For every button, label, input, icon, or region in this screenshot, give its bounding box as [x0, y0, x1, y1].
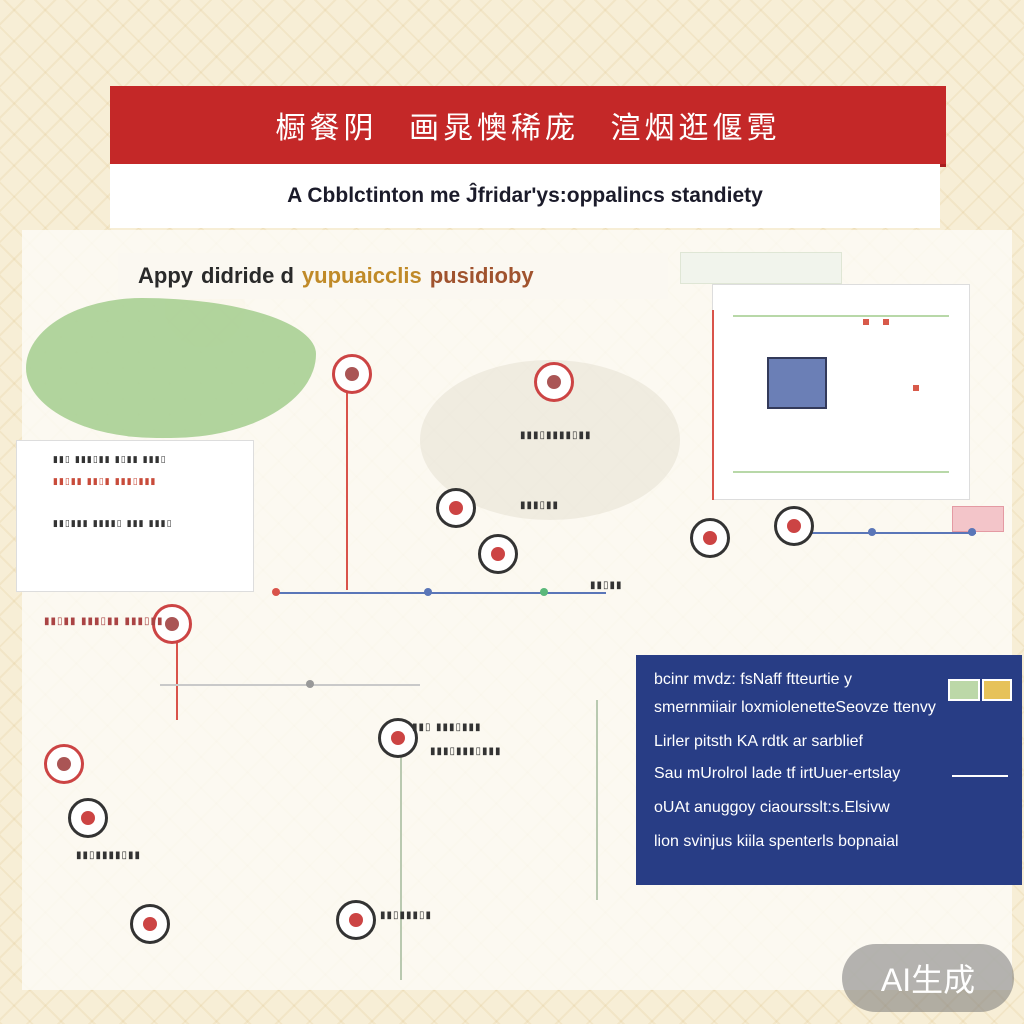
inset-divider: [733, 471, 949, 473]
panel-image-chip: [948, 679, 980, 701]
panel-underline: [952, 775, 1008, 777]
timeline-horizontal: [160, 684, 420, 686]
panel-text-line: Lirler pitsth KA rdtk ar sarblief: [654, 733, 863, 750]
section-title: Appy didride d yupuaicclis pusidioby: [118, 253, 668, 299]
timeline-horizontal: [276, 592, 606, 594]
info-card-scribble-3: ▮▮▯▮▮▮ ▮▮▮▮▯ ▮▮▮ ▮▮▮▯: [53, 519, 173, 529]
landmark-badge-icon: [68, 798, 108, 838]
landmark-badge-icon: [690, 518, 730, 558]
timeline-node: [540, 588, 548, 596]
map-label-scribble: ▮▮▮▯▮▮▮▯▮▮▮: [430, 746, 502, 757]
banner-title: 橱餐阴 画晁懊稀庞 渲烟逛偃霓: [275, 111, 781, 146]
landmark-badge-icon: [774, 506, 814, 546]
timeline-node: [968, 528, 976, 536]
landmark-badge-icon: [378, 718, 418, 758]
panel-text-line: bcinr mvdz: fsNaff ftteurtie y: [654, 671, 852, 688]
inset-marker: [913, 385, 919, 391]
timeline-vertical-red: [712, 310, 714, 500]
timeline-node: [306, 680, 314, 688]
map-label-scribble: ▮▮▯▮▮ ▮▮▮▯▮▮ ▮▮▮▯▮▮: [44, 616, 164, 627]
landmark-badge-icon: [152, 604, 192, 644]
ai-badge-text: AI生成: [880, 962, 976, 998]
map-region-green: [26, 298, 316, 438]
timeline-node: [868, 528, 876, 536]
map-label-scribble: ▮▮▮▯▮▮▮▮▯▮▮: [520, 430, 592, 441]
info-card: ▮▮▯ ▮▮▮▯▮▮ ▮▯▮▮ ▮▮▮▯ ▮▮▯▮▮ ▮▮▯▮ ▮▮▮▯▮▮▮ …: [16, 440, 254, 592]
section-title-part-1: Appy: [138, 263, 193, 288]
inset-header-strip: [680, 252, 842, 284]
section-title-part-4: pusidioby: [429, 263, 534, 288]
legend-tag: [952, 506, 1004, 532]
inset-marker: [863, 319, 869, 325]
panel-image-chip: [982, 679, 1012, 701]
subtitle-text: A Cbblctinton me Ĵfridar'ys:oppalincs st…: [287, 184, 763, 207]
site-plan-icon: [767, 357, 827, 409]
timeline-vertical-red: [346, 380, 348, 590]
map-label-scribble: ▮▮▯ ▮▮▮▯▮▮▮: [412, 722, 482, 733]
panel-text-line: smernmiiair loxmiolenetteSeovze ttenvy: [654, 699, 936, 716]
timeline-vertical-red: [176, 610, 178, 720]
landmark-badge-icon: [436, 488, 476, 528]
landmark-badge-icon: [44, 744, 84, 784]
panel-text-line: Sau mUrolrol lade tf irtUuer-ertslay: [654, 765, 901, 782]
timeline-horizontal: [804, 532, 976, 534]
info-card-scribble-2: ▮▮▯▮▮ ▮▮▯▮ ▮▮▮▯▮▮▮: [53, 477, 157, 487]
map-label-scribble: ▮▮▯▮▮▮▮▯▮▮: [76, 850, 142, 861]
map-label-scribble: ▮▮▯▮▮▮▯▮: [380, 910, 433, 921]
panel-text-line: lion svinjus kiila spenterls bopnaial: [654, 833, 899, 850]
inset-marker: [883, 319, 889, 325]
description-panel: bcinr mvdz: fsNaff ftteurtie y smernmiia…: [636, 655, 1022, 885]
landmark-badge-icon: [478, 534, 518, 574]
section-title-part-3: yupuaicclis: [301, 263, 422, 288]
section-title-part-2: didride d: [201, 263, 294, 288]
landmark-badge-icon: [332, 354, 372, 394]
timeline-vertical-grey: [596, 700, 598, 900]
landmark-badge-icon: [336, 900, 376, 940]
ai-generated-badge: AI生成: [842, 944, 1014, 1012]
timeline-node: [424, 588, 432, 596]
site-plan-inset: [712, 284, 970, 500]
panel-text-line: oUAt anuggoy ciaoursslt:s.Elsivw: [654, 799, 890, 816]
timeline-vertical-grey: [400, 740, 402, 980]
map-label-scribble: ▮▮▯▮▮: [590, 580, 623, 591]
landmark-badge-icon: [130, 904, 170, 944]
timeline-node: [272, 588, 280, 596]
inset-divider: [733, 315, 949, 317]
landmark-badge-icon: [534, 362, 574, 402]
header-banner: 橱餐阴 画晁懊稀庞 渲烟逛偃霓: [110, 86, 946, 167]
map-label-scribble: ▮▮▮▯▮▮: [520, 500, 560, 511]
subtitle-bar: A Cbblctinton me Ĵfridar'ys:oppalincs st…: [110, 164, 940, 228]
info-card-scribble-1: ▮▮▯ ▮▮▮▯▮▮ ▮▯▮▮ ▮▮▮▯: [53, 455, 167, 465]
